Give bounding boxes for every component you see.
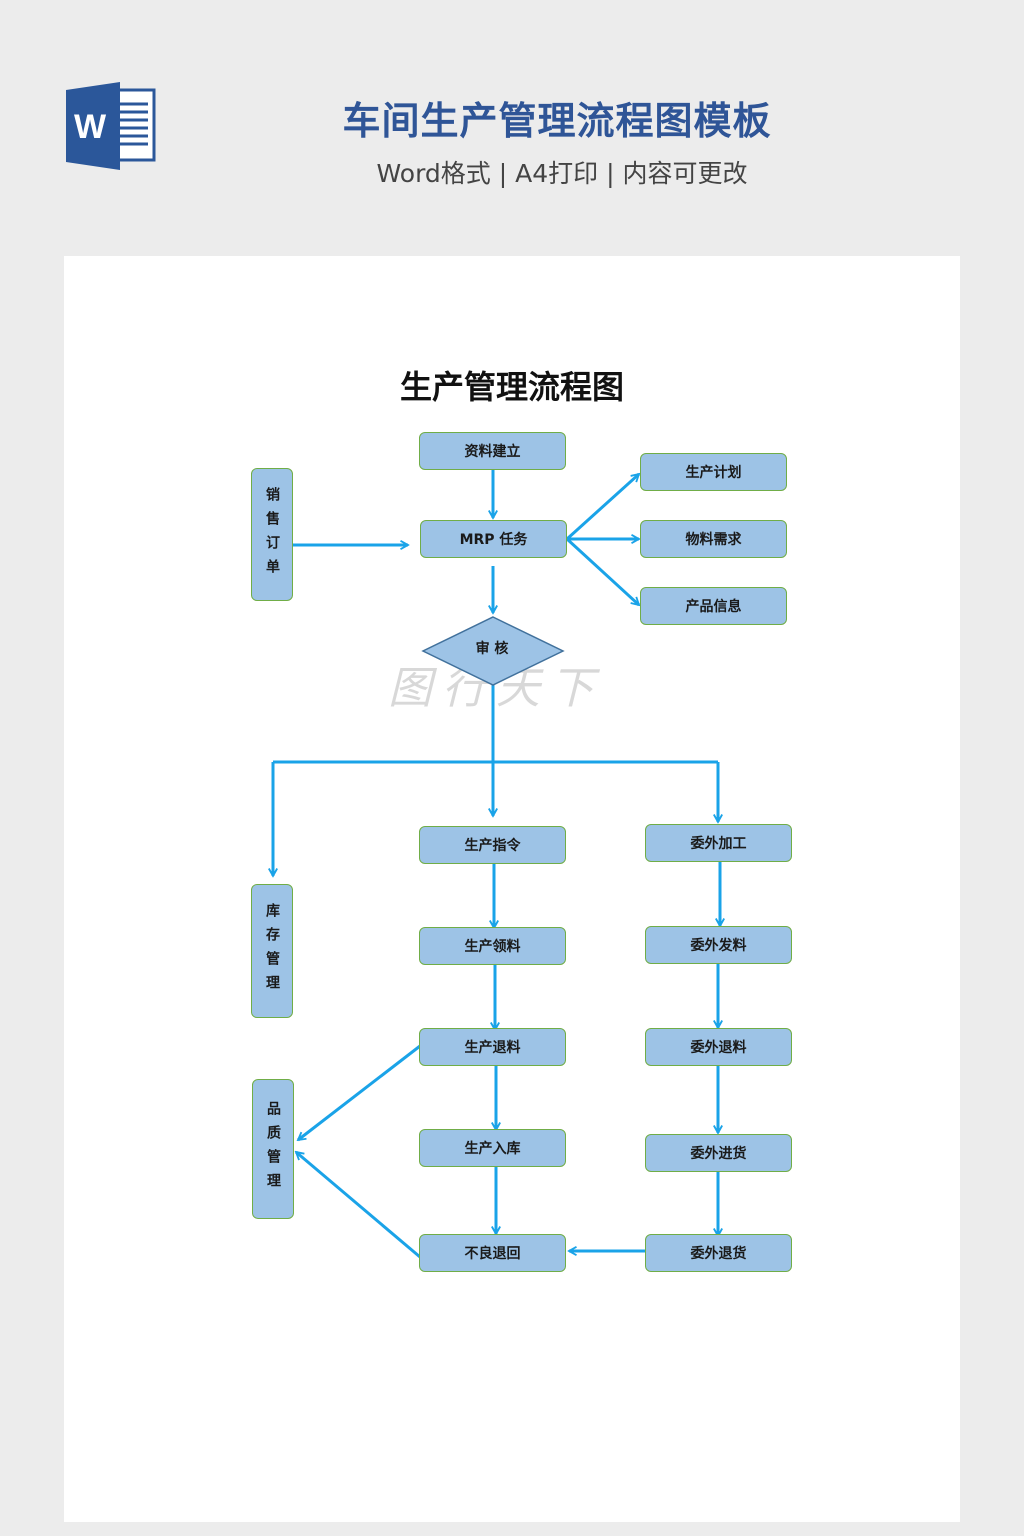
node-zhiling: 生产指令 [419,826,566,864]
node-xiaoshou: 销售订单 [251,468,293,601]
node-kucun: 库存管理 [251,884,293,1018]
edge-mrp-jihua [565,474,639,541]
page-subtitle: Word格式 | A4打印 | 内容可更改 [376,159,748,188]
edge-mrp-chanpin [565,537,639,605]
node-wjh: 委外进货 [645,1134,792,1172]
node-wuliao: 物料需求 [640,520,787,558]
page-title: 车间生产管理流程图模板 [342,99,772,143]
node-jihua: 生产计划 [640,453,787,491]
node-wjg: 委外加工 [645,824,792,862]
node-mrp: MRP 任务 [420,520,567,558]
node-wtl: 委外退料 [645,1028,792,1066]
node-chanpin: 产品信息 [640,587,787,625]
node-ruku: 生产入库 [419,1129,566,1167]
node-buliang: 不良退回 [419,1234,566,1272]
svg-text:W: W [74,108,107,146]
node-pinzhi: 品质管理 [252,1079,294,1219]
word-document-icon: W [66,82,156,170]
node-lingliao: 生产领料 [419,927,566,965]
node-shencha-label: 审 核 [475,641,509,657]
flowchart-title: 生产管理流程图 [399,368,624,406]
node-ziliao: 资料建立 [419,432,566,470]
edge-buliang-pinzhi [296,1152,421,1259]
shencha-diamond [421,616,565,686]
node-wfl: 委外发料 [645,926,792,964]
node-tuiliao: 生产退料 [419,1028,566,1066]
edge-tuiliao-pinzhi [298,1044,421,1142]
node-wth: 委外退货 [645,1234,792,1272]
